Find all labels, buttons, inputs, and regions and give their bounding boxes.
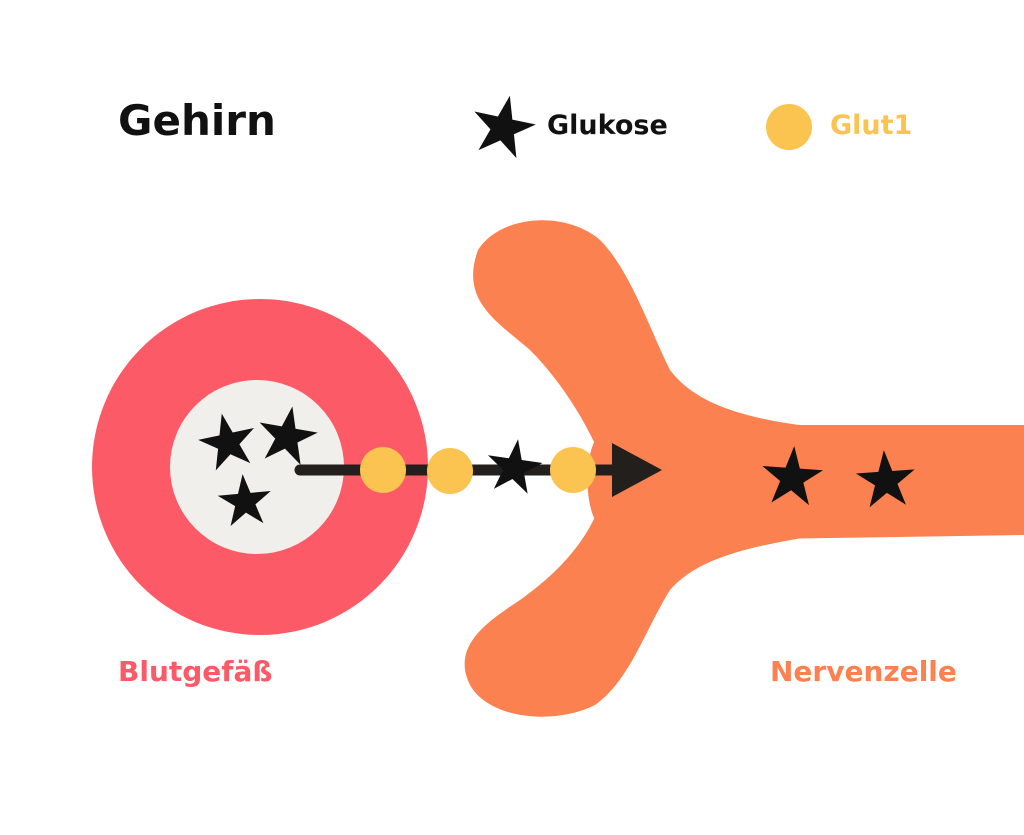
blood-vessel bbox=[92, 299, 428, 635]
glut1-transporter bbox=[360, 447, 406, 493]
glut1-transporter bbox=[550, 447, 596, 493]
neuron-soma bbox=[587, 422, 1024, 542]
blood-vessel-label: Blutgefäß bbox=[118, 655, 273, 688]
legend-glut1-dot-icon bbox=[766, 104, 812, 150]
neuron-lower-dendrite bbox=[464, 505, 1024, 717]
neuron-upper-dendrite bbox=[473, 220, 1024, 455]
neuron-label: Nervenzelle bbox=[770, 655, 957, 688]
arrow-head bbox=[612, 443, 662, 497]
glut1-transporter bbox=[427, 448, 473, 494]
page-title: Gehirn bbox=[118, 96, 276, 145]
legend-glut1-label: Glut1 bbox=[830, 110, 913, 141]
legend-glucose-star-icon bbox=[466, 89, 541, 161]
neuron-shape bbox=[464, 220, 1024, 717]
legend-glucose-label: Glukose bbox=[547, 110, 668, 141]
vessel-lumen bbox=[170, 380, 344, 554]
